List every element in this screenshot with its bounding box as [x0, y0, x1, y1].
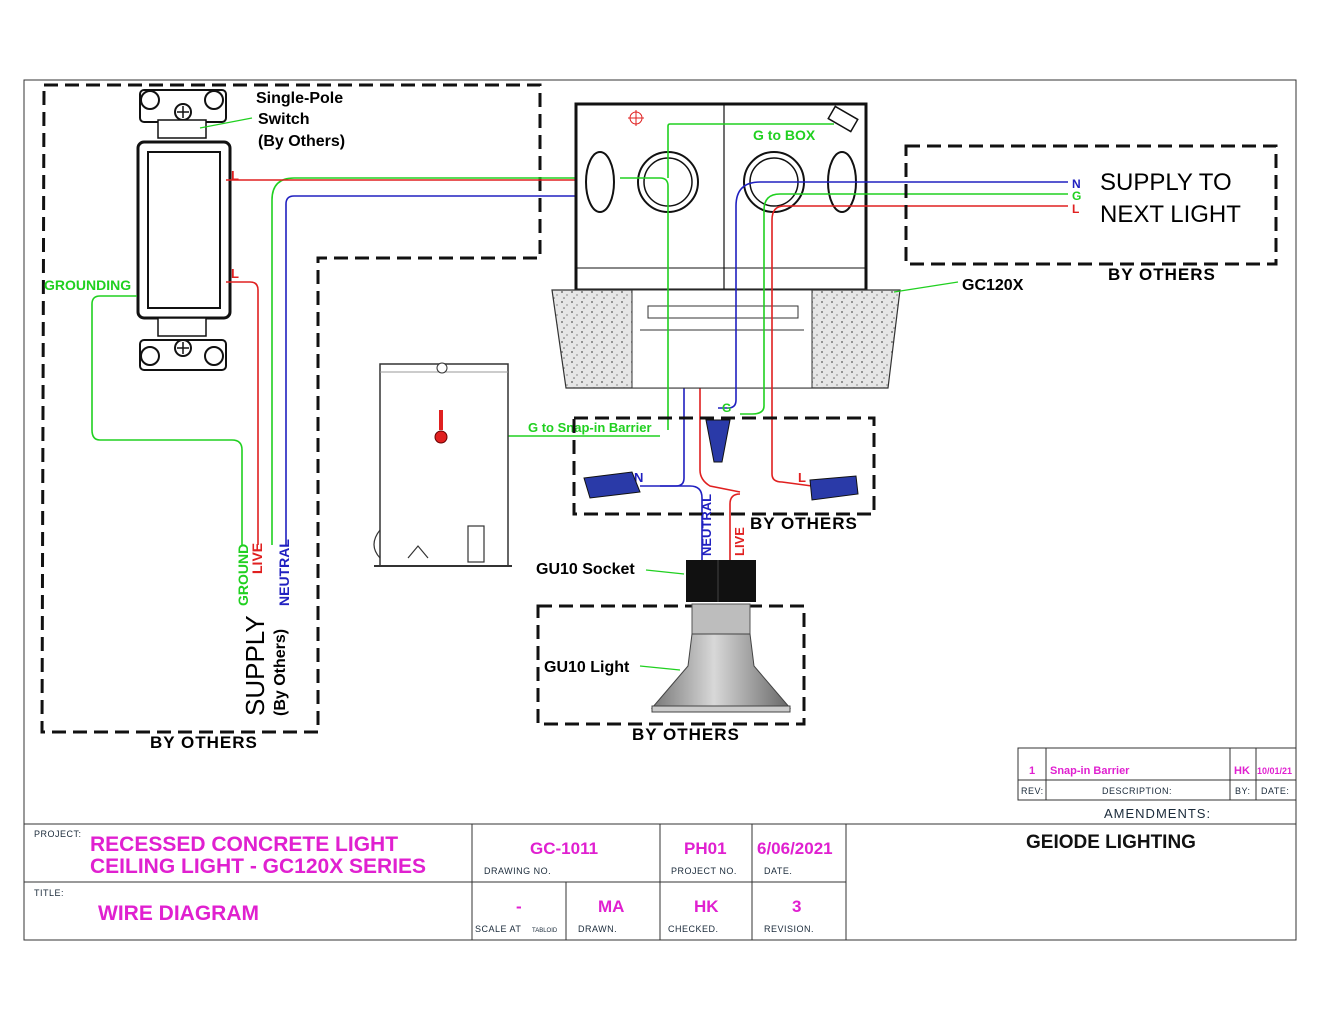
gu10-light-label: GU10 Light	[544, 659, 630, 676]
drawn-value: MA	[598, 897, 624, 916]
ground-vertical-label: GROUND	[235, 544, 251, 606]
snap-in-barrier	[373, 362, 512, 567]
project-label: PROJECT:	[34, 829, 82, 839]
supply-label: SUPPLY	[240, 615, 270, 716]
connectors-boundary	[572, 416, 876, 516]
revision-label: REVISION.	[764, 924, 814, 934]
checked-value: HK	[694, 897, 719, 916]
gu10-socket	[686, 560, 756, 602]
title-label: TITLE:	[34, 888, 64, 898]
switch-label-line3: (By Others)	[258, 133, 345, 150]
switch-l2-label: L	[231, 266, 239, 281]
amend-rev: 1	[1029, 765, 1035, 777]
junction-wiring	[446, 123, 1068, 560]
gu10-socket-leader	[645, 569, 685, 575]
by-others-label-2: BY OTHERS	[1108, 265, 1216, 284]
n-label: N	[1072, 177, 1081, 191]
n-small-label: N	[634, 470, 643, 485]
gu10-socket-label: GU10 Socket	[536, 561, 635, 578]
supply-next-line1: SUPPLY TO	[1100, 169, 1232, 196]
next-light-boundary	[904, 144, 1278, 266]
l-small-label: L	[798, 470, 806, 485]
g-label: G	[1072, 189, 1081, 203]
amend-h-by: BY:	[1235, 786, 1251, 796]
project-no-value: PH01	[684, 839, 727, 858]
live-lead-label: LIVE	[732, 527, 747, 556]
scale-sub-label: TABLOID	[532, 928, 558, 934]
drawing-no-value: GC-1011	[530, 839, 598, 858]
gu10-light-leader	[639, 665, 681, 671]
switch-label-line2: Switch	[258, 111, 310, 128]
g-to-barrier-label: G to Snap-in Barrier	[528, 420, 652, 435]
supply-sub-label: (By Others)	[272, 629, 289, 716]
switch-label-line1: Single-Pole	[256, 90, 343, 107]
drawing-title: WIRE DIAGRAM	[98, 902, 259, 925]
amend-by: HK	[1234, 765, 1250, 777]
amend-h-desc: DESCRIPTION:	[1102, 786, 1172, 796]
date-value: 6/06/2021	[757, 839, 833, 858]
switch-leader	[199, 117, 253, 129]
g-to-box-label: G to BOX	[753, 127, 816, 143]
drawn-label: DRAWN.	[578, 924, 617, 934]
project-no-label: PROJECT NO.	[671, 866, 737, 876]
gc120x-label: GC120X	[962, 277, 1024, 294]
by-others-label-3: BY OTHERS	[750, 514, 858, 533]
checked-label: CHECKED.	[668, 924, 719, 934]
single-pole-switch	[136, 89, 232, 371]
switch-l1-label: L	[231, 168, 239, 183]
by-others-label-1: BY OTHERS	[150, 733, 258, 752]
by-others-label-4: BY OTHERS	[632, 725, 740, 744]
amend-h-date: DATE:	[1261, 786, 1289, 796]
switch-by-others-boundary	[40, 83, 542, 734]
supply-next-line2: NEXT LIGHT	[1100, 201, 1241, 228]
project-line1: RECESSED CONCRETE LIGHT	[90, 833, 398, 856]
amend-desc: Snap-in Barrier	[1050, 765, 1130, 777]
drawing-no-label: DRAWING NO.	[484, 866, 551, 876]
grounding-label: GROUNDING	[44, 277, 131, 293]
gc120x-leader	[893, 281, 959, 293]
wire-nut-neutral	[583, 471, 641, 499]
junction-box	[551, 102, 901, 389]
gu10-lamp	[650, 603, 792, 713]
neutral-vertical-label: NEUTRAL	[276, 539, 292, 606]
scale-label: SCALE AT	[475, 924, 521, 934]
revision-value: 3	[792, 897, 801, 916]
g-small-label: G	[722, 401, 731, 415]
amend-date: 10/01/21	[1257, 766, 1292, 776]
l-label: L	[1072, 202, 1079, 216]
company-name: GEIODE LIGHTING	[1026, 832, 1196, 853]
date-label: DATE.	[764, 866, 792, 876]
neutral-lead-label: NEUTRAL	[699, 494, 714, 556]
project-line2: CEILING LIGHT - GC120X SERIES	[90, 855, 426, 878]
title-block	[24, 823, 1296, 940]
live-vertical-label: LIVE	[249, 543, 265, 574]
amendments-title: AMENDMENTS:	[1104, 806, 1211, 821]
wire-nut-ground	[705, 419, 731, 463]
scale-value: -	[516, 897, 522, 916]
amend-h-rev: REV:	[1021, 786, 1044, 796]
wire-nut-live	[809, 475, 859, 501]
